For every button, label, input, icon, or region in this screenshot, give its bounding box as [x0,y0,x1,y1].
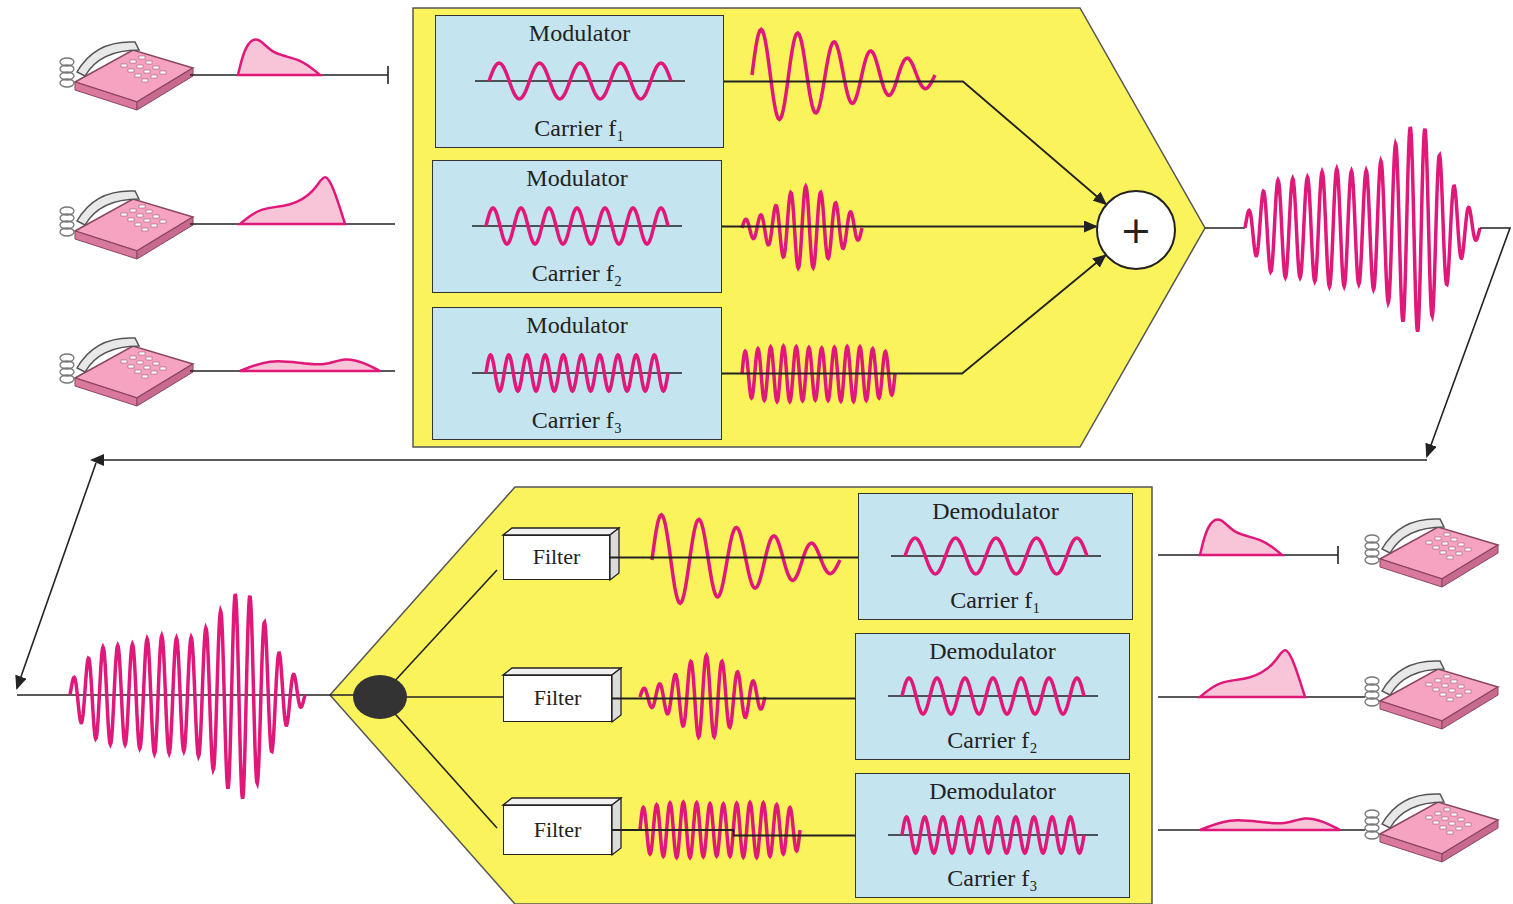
filter-top-face [503,528,619,535]
transmission-line [92,459,1427,461]
multiplexer-panel [413,8,1205,447]
modulator-box: ModulatorCarrier f₂ [432,160,722,293]
signal-wave [70,594,305,799]
carrier-label: Carrier f₁ [950,587,1040,613]
signal-wave [1245,127,1480,332]
carrier-wave [475,58,685,104]
connector [722,226,1096,228]
modulator-box: DemodulatorCarrier f₁ [858,493,1133,620]
connector [722,255,1105,373]
box-heading: Filter [533,545,581,569]
connector [612,698,855,700]
telephone-icon [60,191,193,259]
demultiplexer-panel [330,487,1152,904]
box-heading: Demodulator [929,778,1056,804]
carrier-label: Carrier f₃ [532,407,622,433]
filter-box: Filter [503,805,612,855]
signal-wave [752,29,935,119]
filter-box: Filter [503,675,612,722]
box-heading: + [1120,211,1152,249]
splitter-dot [353,675,407,719]
transmission-line [1205,227,1245,229]
telephone-icon [60,42,193,110]
branch-line [380,570,497,697]
carrier-label: Carrier f₂ [947,727,1037,753]
box-heading: Filter [534,818,582,842]
telephone-icon [60,338,193,406]
baseband-signal [1200,520,1282,555]
telephone-icon [1365,794,1498,862]
modulator-box: ModulatorCarrier f₃ [432,307,722,440]
signal-wave [640,655,765,737]
telephone-icon [1365,519,1498,587]
carrier-label: Carrier f₂ [532,260,622,286]
modulator-box: DemodulatorCarrier f₂ [855,633,1130,760]
filter-side-face [612,798,621,855]
baseband-signal [238,40,320,75]
filter-top-face [503,668,621,675]
summing-junction: + [1096,190,1176,270]
carrier-wave [891,533,1101,579]
carrier-wave [472,203,682,249]
line-tick [1337,546,1339,564]
signal-wave [652,515,840,604]
filter-box: Filter [503,535,610,580]
modulator-box: DemodulatorCarrier f₃ [855,773,1130,898]
box-heading: Filter [534,686,582,710]
filter-side-face [610,528,619,580]
transmission-line [17,463,96,688]
box-heading: Demodulator [929,638,1056,664]
baseband-signal [240,177,345,224]
box-heading: Demodulator [932,498,1059,524]
filter-top-face [503,798,621,805]
telephone-icon [1365,661,1498,729]
connector [610,557,858,559]
carrier-wave [888,812,1098,858]
transmission-line [1427,228,1510,456]
box-heading: Modulator [526,312,627,338]
carrier-label: Carrier f₃ [947,865,1037,891]
connector [724,82,1106,204]
baseband-signal [1200,818,1340,830]
carrier-wave [888,673,1098,719]
box-heading: Modulator [526,165,627,191]
filter-side-face [612,668,621,722]
carrier-label: Carrier f₁ [534,115,624,141]
carrier-wave [472,350,682,396]
branch-line [380,697,497,828]
artwork [17,29,1510,862]
box-heading: Modulator [529,20,630,46]
modulator-box: ModulatorCarrier f₁ [435,15,724,148]
connector [612,830,855,836]
line-tick [387,66,389,84]
baseband-signal [1200,650,1305,697]
baseband-signal [240,359,380,371]
